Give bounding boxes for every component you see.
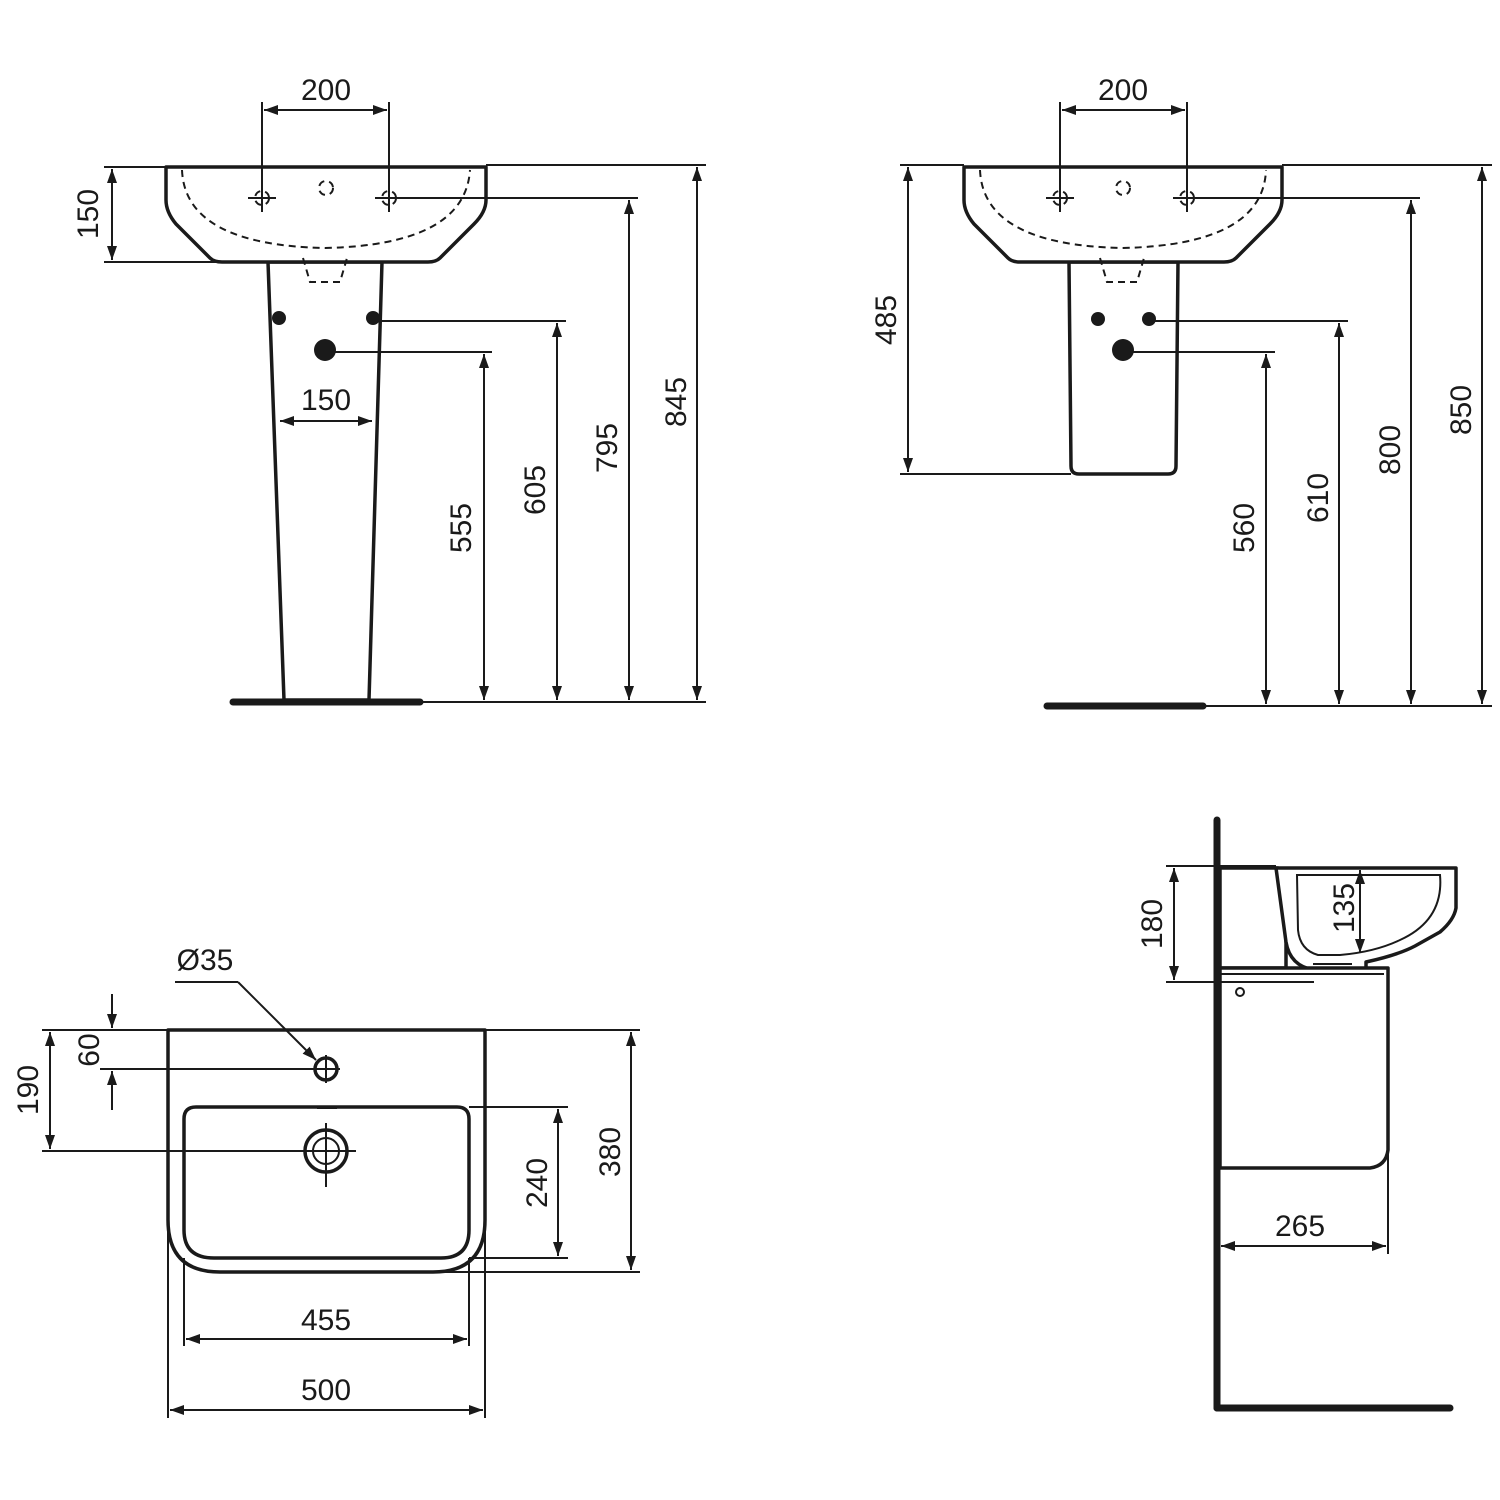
dim-bowl-depth-side: 135	[1328, 883, 1361, 933]
tap-hole-center	[318, 180, 334, 196]
bowl-hidden-line	[979, 169, 1267, 250]
dim-waste-height: 560	[1228, 503, 1261, 553]
dim-pedestal-projection: 265	[1275, 1210, 1325, 1243]
waste-point	[314, 339, 336, 361]
plan-view: Ø35 60 190 240 380 455 500	[12, 944, 640, 1418]
waste-outlet-plan	[296, 1123, 356, 1187]
waste-hidden-line	[1099, 257, 1145, 283]
semi-pedestal-front-view: 200 485 560 610 800 850	[870, 74, 1492, 710]
semi-pedestal	[1067, 260, 1180, 476]
dim-tap-hole-offset: 60	[73, 1033, 106, 1066]
dim-tap-spacing: 200	[1098, 74, 1148, 107]
basin-back	[1218, 866, 1288, 970]
dim-rim-depth: 180	[1136, 899, 1169, 949]
tap-hole-left	[248, 184, 276, 212]
fixing-hole-left	[272, 311, 286, 325]
dim-waste-offset: 190	[12, 1065, 45, 1115]
dim-tap-spacing: 200	[301, 74, 351, 107]
dim-rim-height: 850	[1445, 385, 1478, 435]
dim-supply-height: 610	[1302, 473, 1335, 523]
dim-supply-height: 605	[519, 465, 552, 515]
dim-rim-height: 845	[660, 377, 693, 427]
pedestal-front-view: 200 150 150 555 605 795 845	[72, 74, 706, 706]
fixing-hole-left	[1091, 312, 1105, 326]
tap-hole-right	[1173, 184, 1201, 212]
fixing-hole-right	[366, 311, 380, 325]
tap-hole-center	[1115, 180, 1131, 196]
bowl-hidden-line	[181, 169, 471, 250]
dim-basin-depth: 150	[72, 189, 105, 239]
fixing-hole-right	[1142, 312, 1156, 326]
dim-fixing-spacing: 150	[301, 384, 351, 417]
tap-hole-right	[375, 184, 403, 212]
waste-point	[1112, 339, 1134, 361]
dim-waste-height: 555	[445, 503, 478, 553]
tap-hole-plan	[312, 1055, 340, 1083]
dim-tap-hole-diameter: Ø35	[177, 944, 234, 977]
pedestal	[266, 260, 384, 702]
pedestal-side	[1218, 966, 1390, 1170]
bowl-inner-side	[1295, 874, 1442, 956]
dim-overall-width: 500	[301, 1374, 351, 1407]
dim-tap-height: 795	[591, 423, 624, 473]
side-view: 180 135 265	[1136, 816, 1458, 1412]
dim-bowl-width: 455	[301, 1304, 351, 1337]
waste-hidden-line	[302, 257, 348, 283]
fixing-point-side	[1235, 987, 1245, 997]
dim-tap-height: 800	[1374, 425, 1407, 475]
tap-hole-left	[1046, 184, 1074, 212]
dim-overall-depth: 380	[594, 1127, 627, 1177]
basin-side	[1274, 866, 1458, 984]
dim-semi-pedestal-height: 485	[870, 295, 903, 345]
dim-bowl-depth: 240	[521, 1158, 554, 1208]
